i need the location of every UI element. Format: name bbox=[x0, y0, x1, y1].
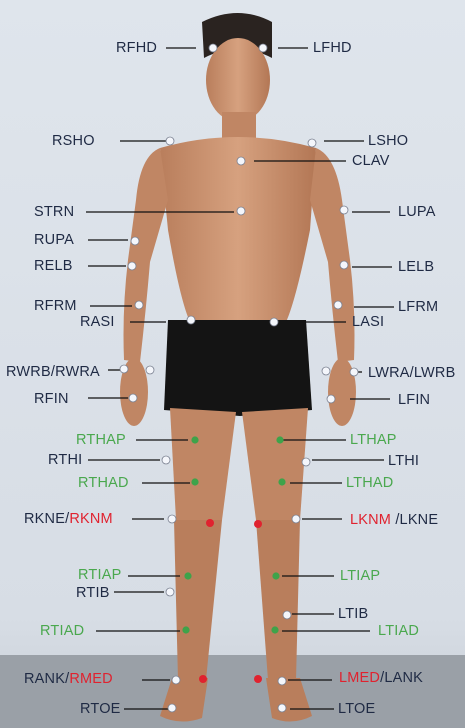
label-rasi: RASI bbox=[80, 314, 115, 330]
label-lsho: LSHO bbox=[368, 133, 408, 149]
label-rtiad: RTIAD bbox=[40, 623, 84, 639]
label-rthad: RTHAD bbox=[78, 475, 129, 491]
label-rfhd: RFHD bbox=[116, 40, 157, 56]
label-lmed-lank: LMED/LANK bbox=[339, 670, 423, 686]
label-rkne-rknm: RKNE/RKNM bbox=[24, 511, 113, 527]
label-lelb: LELB bbox=[398, 259, 434, 275]
label-lkne: /LKNE bbox=[391, 512, 438, 528]
label-strn: STRN bbox=[34, 204, 74, 220]
label-lasi: LASI bbox=[352, 314, 384, 330]
label-ltoe: LTOE bbox=[338, 701, 375, 717]
label-ltiad: LTIAD bbox=[378, 623, 419, 639]
label-ltib: LTIB bbox=[338, 606, 368, 622]
label-rthi: RTHI bbox=[48, 452, 82, 468]
label-rkne: RKNE/ bbox=[24, 511, 69, 527]
label-rsho: RSHO bbox=[52, 133, 95, 149]
label-lthap: LTHAP bbox=[350, 432, 397, 448]
label-lknm: LKNM bbox=[350, 512, 391, 528]
label-rwrb-rwra: RWRB/RWRA bbox=[6, 364, 100, 380]
label-rthap: RTHAP bbox=[76, 432, 126, 448]
label-relb: RELB bbox=[34, 258, 73, 274]
label-lthi: LTHI bbox=[388, 453, 419, 469]
label-rank-rmed: RANK/RMED bbox=[24, 671, 113, 687]
label-rtoe: RTOE bbox=[80, 701, 121, 717]
label-lupa: LUPA bbox=[398, 204, 436, 220]
label-lknm-lkne: LKNM /LKNE bbox=[350, 512, 438, 528]
label-rtib: RTIB bbox=[76, 585, 110, 601]
label-rmed: RMED bbox=[69, 671, 113, 687]
label-rupa: RUPA bbox=[34, 232, 74, 248]
label-lfhd: LFHD bbox=[313, 40, 352, 56]
label-rknm: RKNM bbox=[69, 511, 113, 527]
label-lwra-lwrb: LWRA/LWRB bbox=[368, 365, 455, 381]
label-rank: RANK/ bbox=[24, 671, 69, 687]
body-silhouette bbox=[120, 13, 356, 722]
label-clav: CLAV bbox=[352, 153, 390, 169]
label-lank: /LANK bbox=[380, 670, 423, 686]
label-lthad: LTHAD bbox=[346, 475, 393, 491]
label-rfin: RFIN bbox=[34, 391, 69, 407]
label-rtiap: RTIAP bbox=[78, 567, 121, 583]
label-lmed: LMED bbox=[339, 670, 380, 686]
label-ltiap: LTIAP bbox=[340, 568, 380, 584]
label-rfrm: RFRM bbox=[34, 298, 77, 314]
label-lfin: LFIN bbox=[398, 392, 430, 408]
label-lfrm: LFRM bbox=[398, 299, 438, 315]
